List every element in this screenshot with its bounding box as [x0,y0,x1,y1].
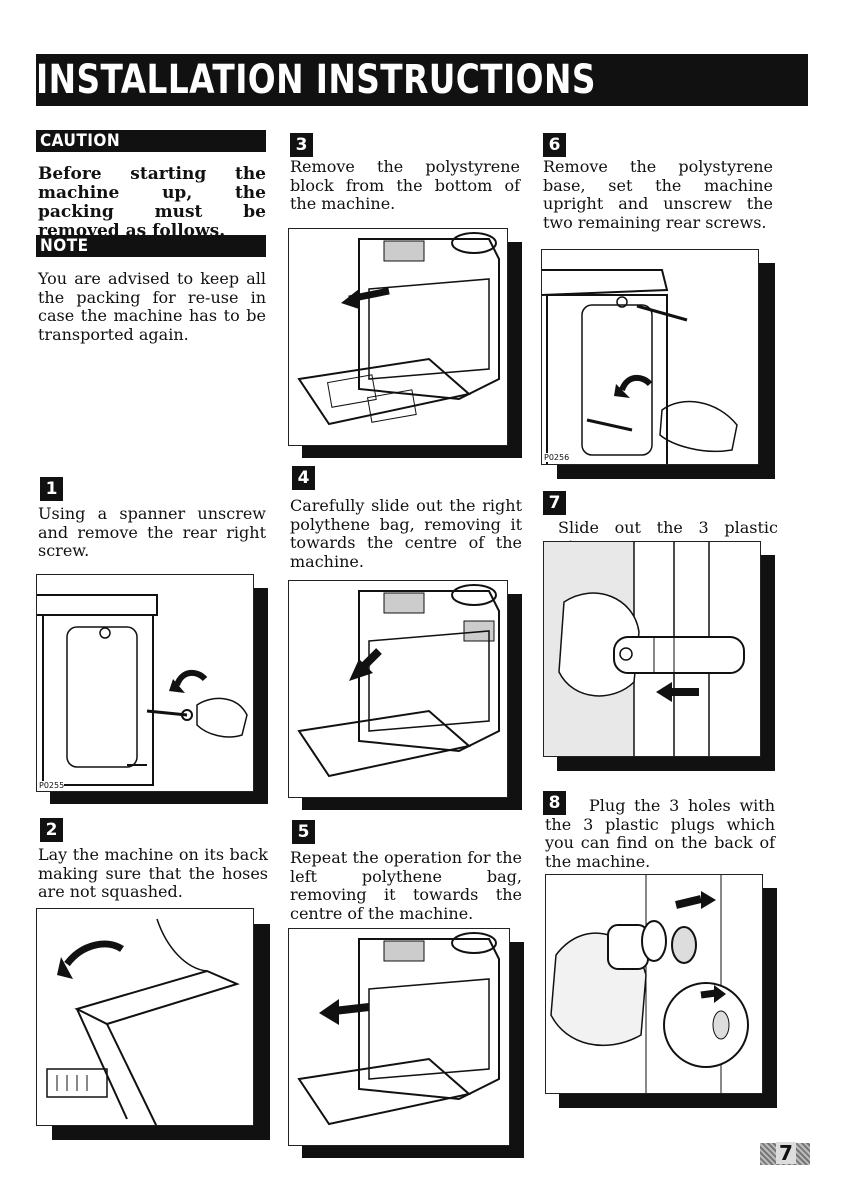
step-2-figure [36,908,270,1140]
plastic-plug-insertion-illustration [550,875,749,1093]
step-1-text: Using a spanner unscrew and remove the r… [38,504,266,560]
step-7-figure [543,541,775,771]
note-text: You are advised to keep all the packing … [38,269,266,344]
step-6-figure-code: P0256 [544,453,570,462]
page-number: 7 [776,1142,796,1164]
polystyrene-block-illustration [297,232,500,426]
step-8-badge: 8 [543,791,566,815]
step-3-badge: 3 [290,133,313,157]
caution-heading-bar: CAUTION [36,130,266,152]
step-2-text: Lay the machine on its back making sure … [38,845,268,901]
step-4-text: Carefully slide out the right polythene … [290,496,522,571]
step-8-text: Plug the 3 holes with the 3 plastic plug… [545,796,775,871]
caution-heading: CAUTION [40,131,121,151]
note-heading: NOTE [40,236,89,256]
step-6-badge: 6 [543,133,566,157]
note-heading-bar: NOTE [36,235,266,257]
right-polythene-bag-illustration [297,584,500,778]
step-7-badge: 7 [543,491,566,515]
step-6-text: Remove the polystyrene base, set the mac… [543,157,773,232]
page-number-tab: 7 [760,1142,810,1165]
machine-rear-spanner-illustration [37,594,248,786]
step-6-figure: P0256 [541,249,775,479]
step-1-figure: P0255 [36,574,268,804]
step-5-text: Repeat the operation for the left polyth… [290,848,522,923]
step-3-figure [288,228,522,458]
page-title: INSTALLATION INSTRUCTIONS [36,57,596,103]
step-8-figure [545,874,777,1108]
step-3-text: Remove the polystyrene block from the bo… [290,157,520,213]
step-4-figure [288,580,522,810]
step-1-badge: 1 [40,477,63,501]
left-polythene-bag-illustration [297,932,500,1126]
step-2-badge: 2 [40,818,63,842]
step-5-figure [288,928,524,1158]
machine-lay-back-illustration [46,918,240,1125]
step-5-badge: 5 [292,820,315,844]
title-bar: INSTALLATION INSTRUCTIONS [36,54,808,106]
caution-text: Before starting the machine up, the pack… [38,164,266,241]
plastic-pin-removal-illustration [544,542,745,756]
step-1-figure-code: P0255 [39,781,65,790]
two-rear-screws-illustration [542,269,738,464]
step-4-badge: 4 [292,466,315,490]
